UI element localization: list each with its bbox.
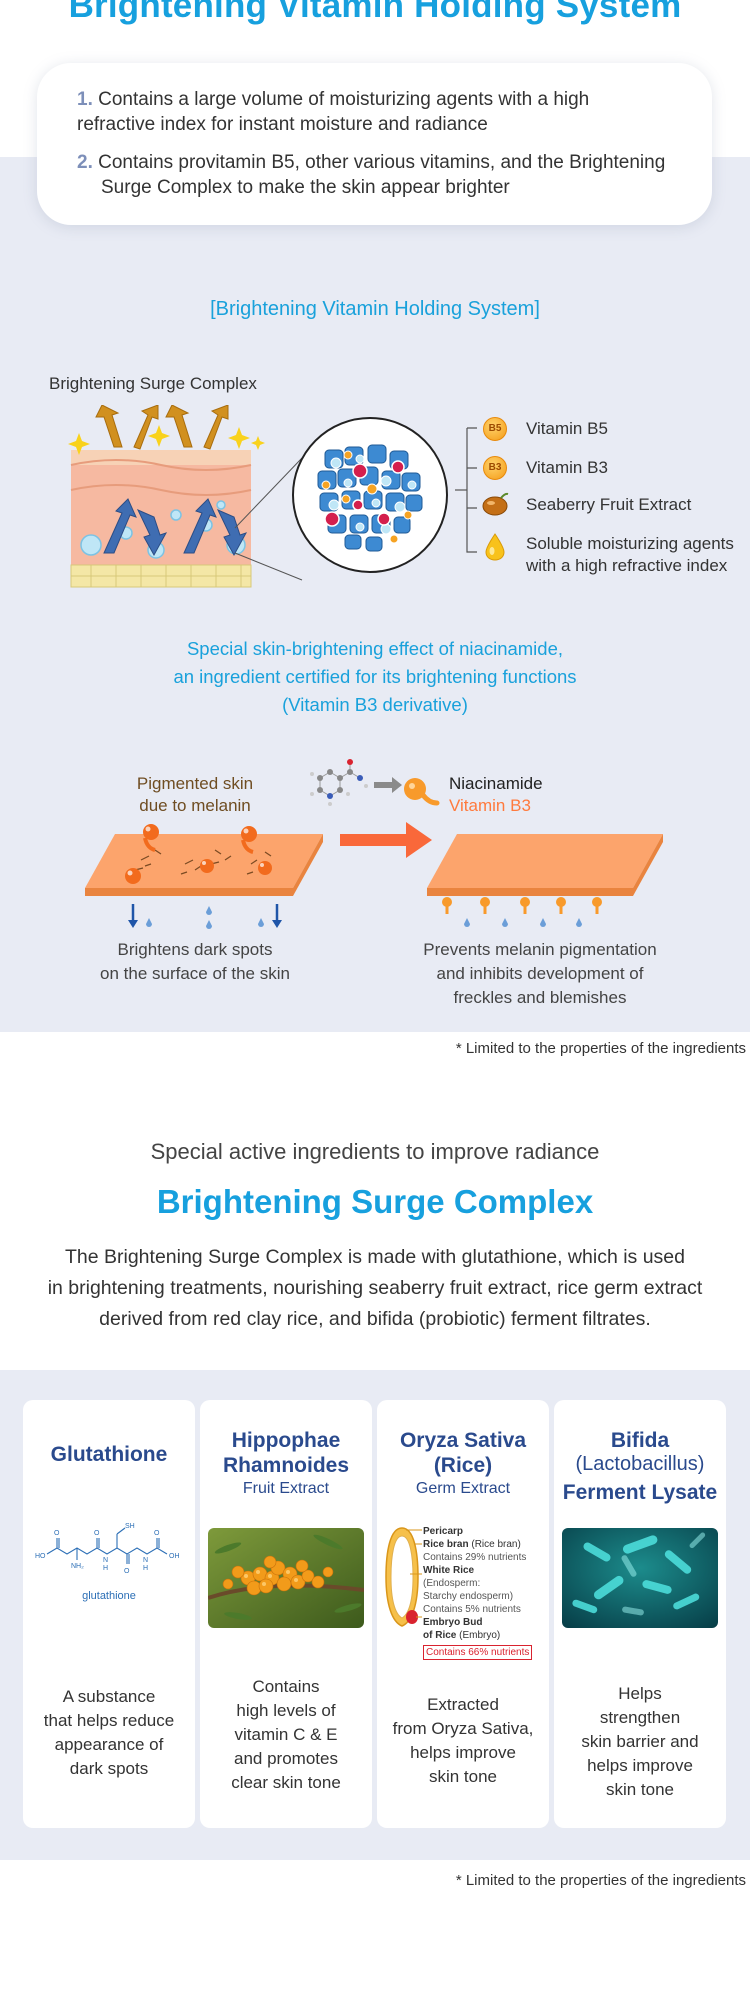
complex-title: Brightening Surge Complex (156, 1183, 594, 1220)
ingredient-card-oryza: Oryza Sativa (Rice) Germ Extract Pericar… (377, 1400, 549, 1828)
svg-text:HO: HO (35, 1553, 46, 1560)
moisture-drop-icon (485, 533, 505, 561)
ingredient-description: Extracted from Oryza Sativa, helps impro… (392, 1695, 534, 1786)
vitamin-b5-icon: B5 (483, 417, 507, 441)
ingredient-description: Contains high levels of vitamin C & E an… (231, 1677, 341, 1792)
legend-bracket (455, 427, 477, 553)
glutathione-image-label: glutathione (82, 1590, 136, 1602)
svg-text:N: N (103, 1557, 108, 1564)
right-arrow-icon (340, 822, 432, 858)
footnote-2: * Limited to the properties of the ingre… (455, 1872, 746, 1889)
seaberry-icon (482, 492, 509, 516)
magnified-cells-circle (292, 417, 448, 573)
svg-text:O: O (154, 1530, 160, 1537)
vitamin-b3-icon: B3 (483, 456, 507, 480)
svg-text:OH: OH (169, 1553, 180, 1560)
niacinamide-description: Special skin-brightening effect of niaci… (173, 638, 577, 715)
zoom-connector-lines (234, 457, 303, 581)
ingredient-title: Bifida (610, 1429, 670, 1452)
intro-point-2: 2. Contains provitamin B5, other various… (77, 152, 666, 198)
vitamin-b3-drop-icon (404, 778, 440, 806)
complex-description: The Brightening Surge Complex is made wi… (47, 1246, 703, 1330)
legend-label-b5: Vitamin B5 (526, 419, 608, 438)
rice-grain-diagram (385, 1527, 422, 1627)
ingredient-subtitle: Germ Extract (415, 1480, 511, 1497)
niacinamide-label: Niacinamide Vitamin B3 (449, 774, 543, 815)
page-title: Brightening Vitamin Holding System (68, 0, 682, 25)
ingredient-card-bifida: Bifida (Lactobacillus) Ferment Lysate He… (554, 1400, 726, 1828)
legend-label-seaberry: Seaberry Fruit Extract (526, 495, 692, 514)
legend-label-b3: Vitamin B3 (526, 458, 608, 477)
seaberry-photo (208, 1528, 364, 1628)
svg-text:O: O (54, 1530, 60, 1537)
intro-point-1: 1. Contains a large volume of moisturizi… (77, 89, 590, 135)
rice-labels: Pericarp Rice bran (Rice bran) Contains … (423, 1525, 547, 1660)
legend-label-moisture: Soluble moisturizing agents with a high … (526, 534, 734, 575)
footnote-1: * Limited to the properties of the ingre… (455, 1040, 746, 1057)
nutrient-highlight-box: Contains 66% nutrients (423, 1645, 533, 1660)
right-caption: Prevents melanin pigmentation and inhibi… (423, 940, 657, 1007)
bifida-bacteria-image (562, 1528, 718, 1628)
left-caption: Brightens dark spots on the surface of t… (100, 940, 290, 983)
complex-subtitle: Special active ingredients to improve ra… (150, 1139, 600, 1164)
ingredient-card-hippophae: Hippophae Rhamnoides Fruit Extract Conta… (200, 1400, 372, 1828)
system-heading: [Brightening Vitamin Holding System] (210, 298, 540, 320)
ingredient-title: Hippophae Rhamnoides (222, 1429, 350, 1477)
ingredient-description: Helps strengthen skin barrier and helps … (581, 1684, 699, 1799)
protected-skin-slab (427, 834, 663, 927)
svg-text:NH₂: NH₂ (71, 1563, 84, 1570)
svg-text:H: H (103, 1565, 108, 1572)
complex-label: Brightening Surge Complex (49, 374, 257, 393)
skin-layer-illustration (68, 405, 265, 588)
pigmented-skin-label: Pigmented skin due to melanin (136, 774, 254, 815)
svg-text:O: O (94, 1530, 100, 1537)
pigmented-skin-slab (85, 824, 323, 929)
ingredient-title: Glutathione (50, 1443, 168, 1466)
ingredient-title: Oryza Sativa (Rice) (399, 1429, 527, 1477)
ingredient-description: A substance that helps reduce appearance… (43, 1687, 175, 1778)
ingredient-subtitle: (Lactobacillus) (575, 1453, 705, 1475)
svg-text:O: O (124, 1568, 130, 1575)
svg-text:H: H (143, 1565, 148, 1572)
ingredient-title-2: Ferment Lysate (562, 1481, 718, 1504)
intro-card: 1. Contains a large volume of moisturizi… (37, 63, 712, 225)
ingredient-subtitle: Fruit Extract (242, 1480, 330, 1497)
svg-text:SH: SH (125, 1523, 135, 1530)
niacinamide-molecule-icon (310, 759, 402, 806)
svg-text:N: N (143, 1557, 148, 1564)
